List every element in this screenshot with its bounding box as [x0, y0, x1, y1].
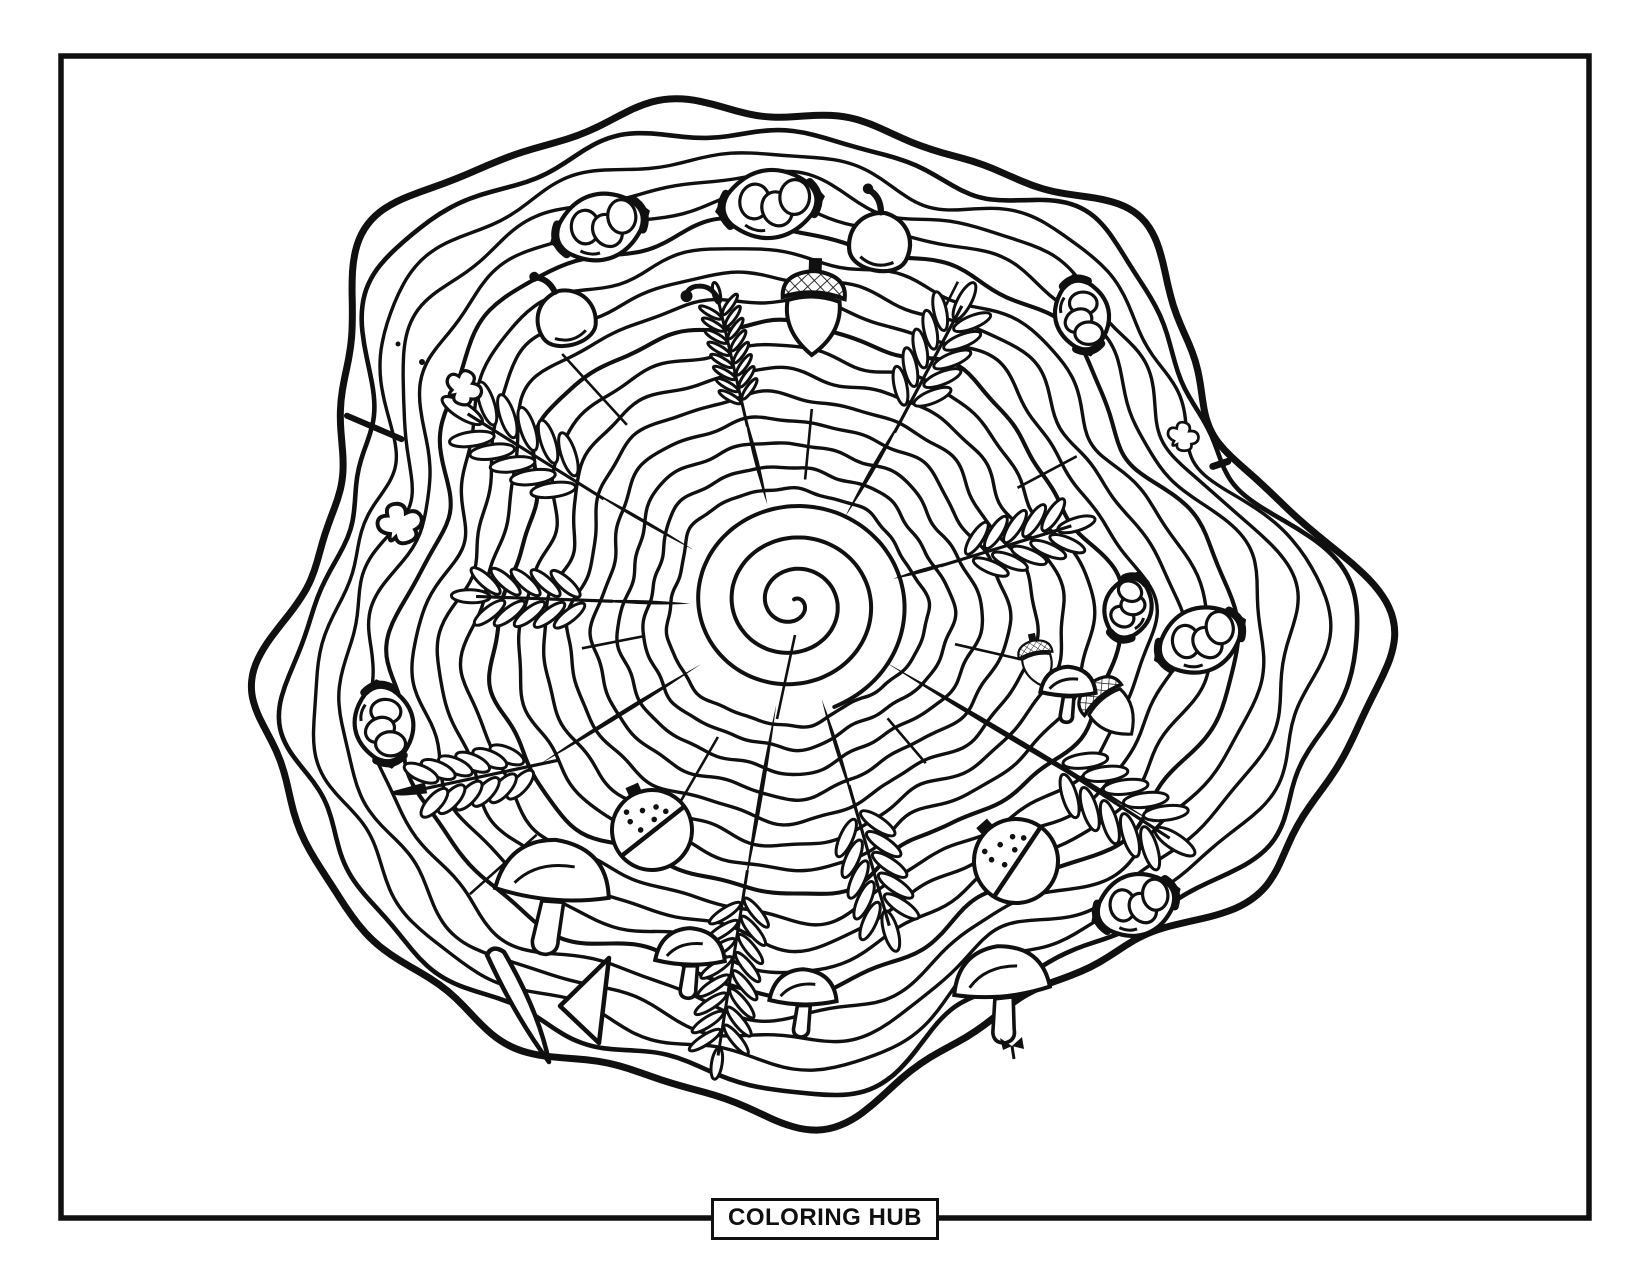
pinecone-icon — [1153, 605, 1247, 675]
feather-leaf — [680, 280, 759, 427]
coloring-hub-text: COLORING HUB — [728, 1204, 922, 1231]
wheat-leaf — [391, 743, 558, 819]
mushroom-icon — [1038, 664, 1098, 725]
forest-ornaments — [352, 167, 1247, 1060]
rowan-leaf — [449, 566, 613, 630]
hazelnut-icon — [846, 183, 913, 274]
rowan-leaf — [940, 497, 1097, 578]
coloring-hub-label: COLORING HUB — [711, 1198, 939, 1240]
pinecone-icon — [1102, 571, 1154, 645]
twig-icon — [445, 369, 484, 407]
sprout-mark-icon — [1000, 1037, 1024, 1060]
mushroom-icon — [767, 967, 839, 1039]
pinecone-icon — [352, 679, 416, 769]
dotted-acorn-icon — [972, 817, 1060, 905]
ring-hairlines — [344, 281, 1232, 896]
pinecone-icon — [1052, 273, 1112, 357]
feather-leaf — [687, 870, 770, 1081]
acorn-icon — [780, 257, 847, 358]
acorn-icon — [1017, 632, 1054, 688]
mushroom-icon — [952, 944, 1053, 1045]
mushroom-icon — [492, 837, 611, 957]
pinecone-icon — [715, 167, 825, 241]
rowan-leaf — [1034, 749, 1197, 872]
ring-cracks — [539, 410, 1157, 887]
pinecone-icon — [550, 191, 650, 263]
dotted-acorn-icon — [610, 782, 694, 872]
pinecone-icon — [1091, 871, 1181, 939]
bark-notch — [484, 946, 612, 1065]
center-spiral — [696, 503, 907, 720]
rowan-leaf — [834, 784, 921, 953]
mushroom-icon — [652, 926, 727, 1001]
twig-icon — [375, 501, 424, 546]
leaves — [391, 280, 1197, 1081]
twig-icon — [1166, 420, 1200, 453]
hazelnut-icon — [529, 271, 598, 349]
rowan-leaf — [891, 281, 993, 434]
